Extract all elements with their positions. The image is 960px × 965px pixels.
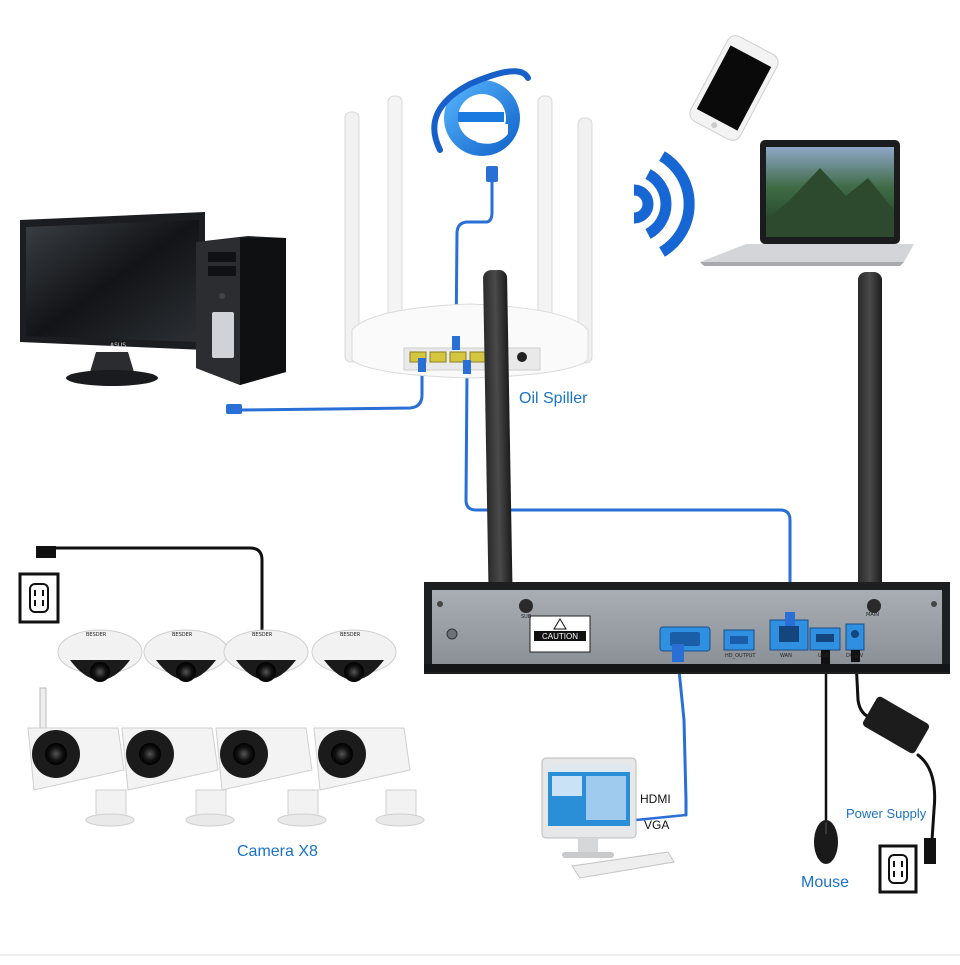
pc-router-cable [238,366,424,412]
router-label: Oil Spiller [519,390,588,407]
camera-brand: BESDER [252,632,273,638]
port-label-dc: DC12V [846,653,864,659]
dome-camera [57,629,143,682]
caution-label: CAUTION [542,632,578,641]
camera-group [27,629,425,827]
bullet-camera [27,687,135,827]
wifi-signal-icon [633,151,695,257]
power-outlet-icon [18,546,60,624]
power-cable-ac [916,753,937,842]
mouse-device [814,820,838,864]
power-supply-label: Power Supply [846,806,927,821]
bullet-camera [121,727,235,827]
display-monitor [541,757,675,879]
smartphone [689,35,779,141]
hdmi-label: HDMI [640,792,671,806]
cables [44,176,937,842]
cameras-label: Camera X8 [237,843,318,860]
dome-camera [223,629,309,682]
camera-brand: BESDER [172,632,193,638]
nvr-recorder: CAUTION [424,269,950,864]
monitor-brand: ASUS [110,342,126,349]
laptop [700,140,914,266]
bullet-camera [215,727,327,827]
mouse-label: Mouse [801,874,850,891]
port-label-hd: HD_OUTPUT [725,653,756,659]
port-label-wan: WAN [780,653,792,659]
port-label-sub: SUB [521,614,532,620]
router-internet-cable [454,176,494,347]
dome-camera [143,629,229,682]
internet-explorer-icon [431,68,531,182]
power-outlet-icon-right [878,838,936,894]
vga-label: VGA [644,818,670,832]
router-nvr-cable [464,370,792,614]
camera-brand: BESDER [340,632,361,638]
bullet-camera [313,727,425,827]
port-label-main: MAIN [866,612,879,618]
ethernet-plug [226,404,242,414]
camera-power-cable [44,546,264,632]
port-label-usb: USB [818,653,829,659]
dome-camera [311,629,397,682]
camera-brand: BESDER [86,632,107,638]
desktop-computer: ASUS [20,212,286,386]
vga-cable [676,658,688,817]
